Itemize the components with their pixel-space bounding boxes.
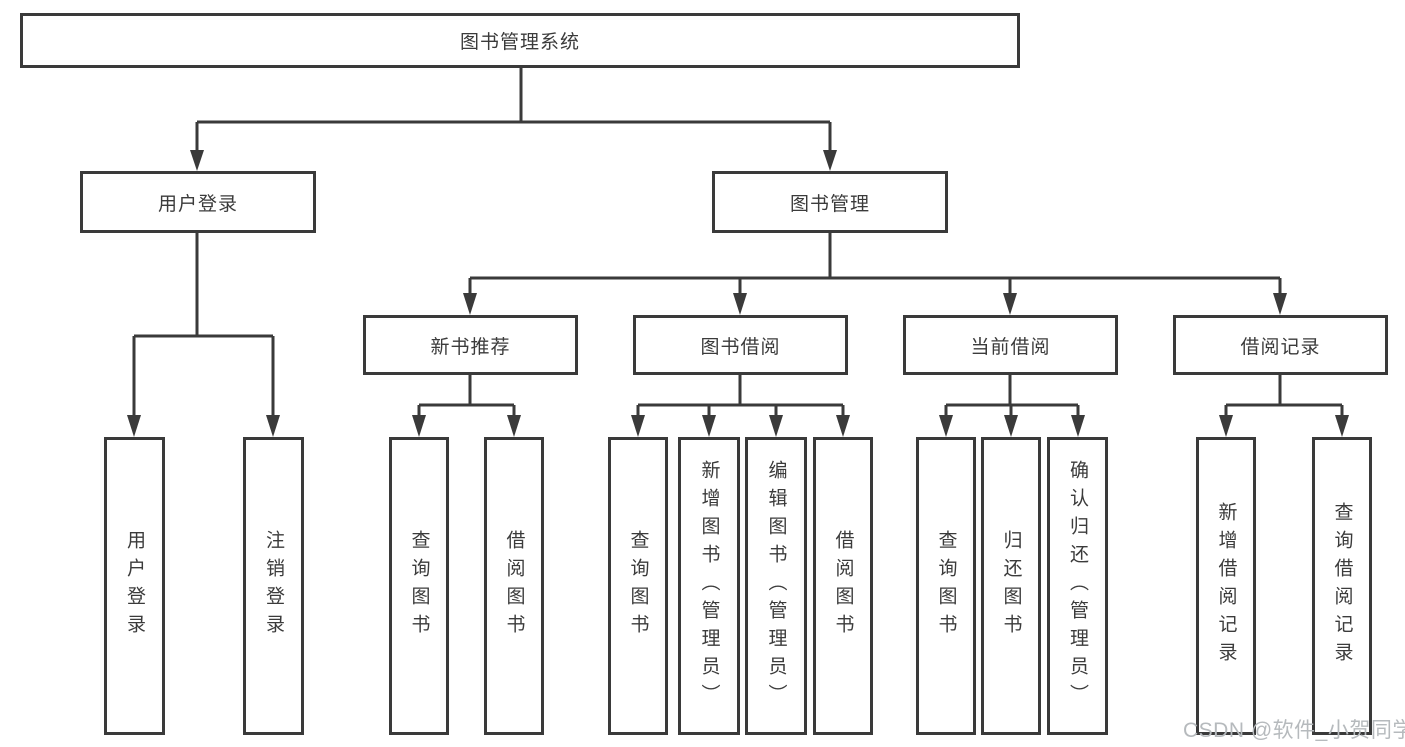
leaf-query-book-current: 查询图书 <box>916 437 976 735</box>
user-login-node-label: 用户登录 <box>157 193 238 215</box>
leaf-query-book-current-label: 查询图书 <box>935 530 957 642</box>
leaf-confirm-return-admin: 确认归还（管理员） <box>1047 437 1108 735</box>
connector-newbook-spine <box>419 375 514 407</box>
user-login-node: 用户登录 <box>80 171 316 233</box>
leaf-edit-book-admin-label: 编辑图书（管理员） <box>765 460 787 712</box>
leaf-borrow-book-recommend: 借阅图书 <box>484 437 544 735</box>
leaf-logout-label: 注销登录 <box>263 530 284 642</box>
book-management-node: 图书管理 <box>712 171 948 233</box>
connector-borrow-spine <box>638 375 843 407</box>
leaf-query-book-borrow: 查询图书 <box>608 437 668 735</box>
leaf-user-login-label: 用户登录 <box>124 530 145 642</box>
leaf-borrow-book-label: 借阅图书 <box>832 530 854 642</box>
root-node-label: 图书管理系统 <box>459 32 580 53</box>
new-book-recommend-node: 新书推荐 <box>363 315 578 375</box>
leaf-query-borrow-record-label: 查询借阅记录 <box>1331 502 1353 670</box>
csdn-watermark: CSDN @软件_小贺同学 <box>1183 719 1405 742</box>
leaf-add-book-admin-label: 新增图书（管理员） <box>698 460 720 712</box>
leaf-add-borrow-record-label: 新增借阅记录 <box>1215 502 1237 670</box>
leaf-query-book-recommend: 查询图书 <box>389 437 449 735</box>
leaf-logout: 注销登录 <box>243 437 304 735</box>
leaf-query-borrow-record: 查询借阅记录 <box>1312 437 1372 735</box>
leaf-add-borrow-record: 新增借阅记录 <box>1196 437 1256 735</box>
leaf-return-book: 归还图书 <box>981 437 1041 735</box>
new-book-recommend-node-label: 新书推荐 <box>430 336 511 358</box>
connector-mgmt-spine <box>470 233 1280 280</box>
book-borrow-node: 图书借阅 <box>633 315 848 375</box>
leaf-return-book-label: 归还图书 <box>1000 530 1022 642</box>
book-borrow-node-label: 图书借阅 <box>700 336 781 358</box>
connector-current-spine <box>946 375 1078 407</box>
connector-root-spine <box>197 68 830 124</box>
book-management-node-label: 图书管理 <box>789 193 870 215</box>
borrow-record-node: 借阅记录 <box>1173 315 1388 375</box>
leaf-edit-book-admin: 编辑图书（管理员） <box>745 437 807 735</box>
current-borrow-node-label: 当前借阅 <box>970 336 1051 358</box>
leaf-borrow-book-recommend-label: 借阅图书 <box>503 530 525 642</box>
current-borrow-node: 当前借阅 <box>903 315 1118 375</box>
connector-records-spine <box>1226 375 1342 407</box>
connector-login-spine <box>134 233 273 338</box>
leaf-user-login: 用户登录 <box>104 437 165 735</box>
borrow-record-node-label: 借阅记录 <box>1240 336 1321 358</box>
leaf-confirm-return-admin-label: 确认归还（管理员） <box>1067 460 1088 712</box>
leaf-add-book-admin: 新增图书（管理员） <box>678 437 740 735</box>
leaf-borrow-book: 借阅图书 <box>813 437 873 735</box>
leaf-query-book-borrow-label: 查询图书 <box>627 530 649 642</box>
leaf-query-book-recommend-label: 查询图书 <box>408 530 430 642</box>
root-node: 图书管理系统 <box>20 13 1020 68</box>
